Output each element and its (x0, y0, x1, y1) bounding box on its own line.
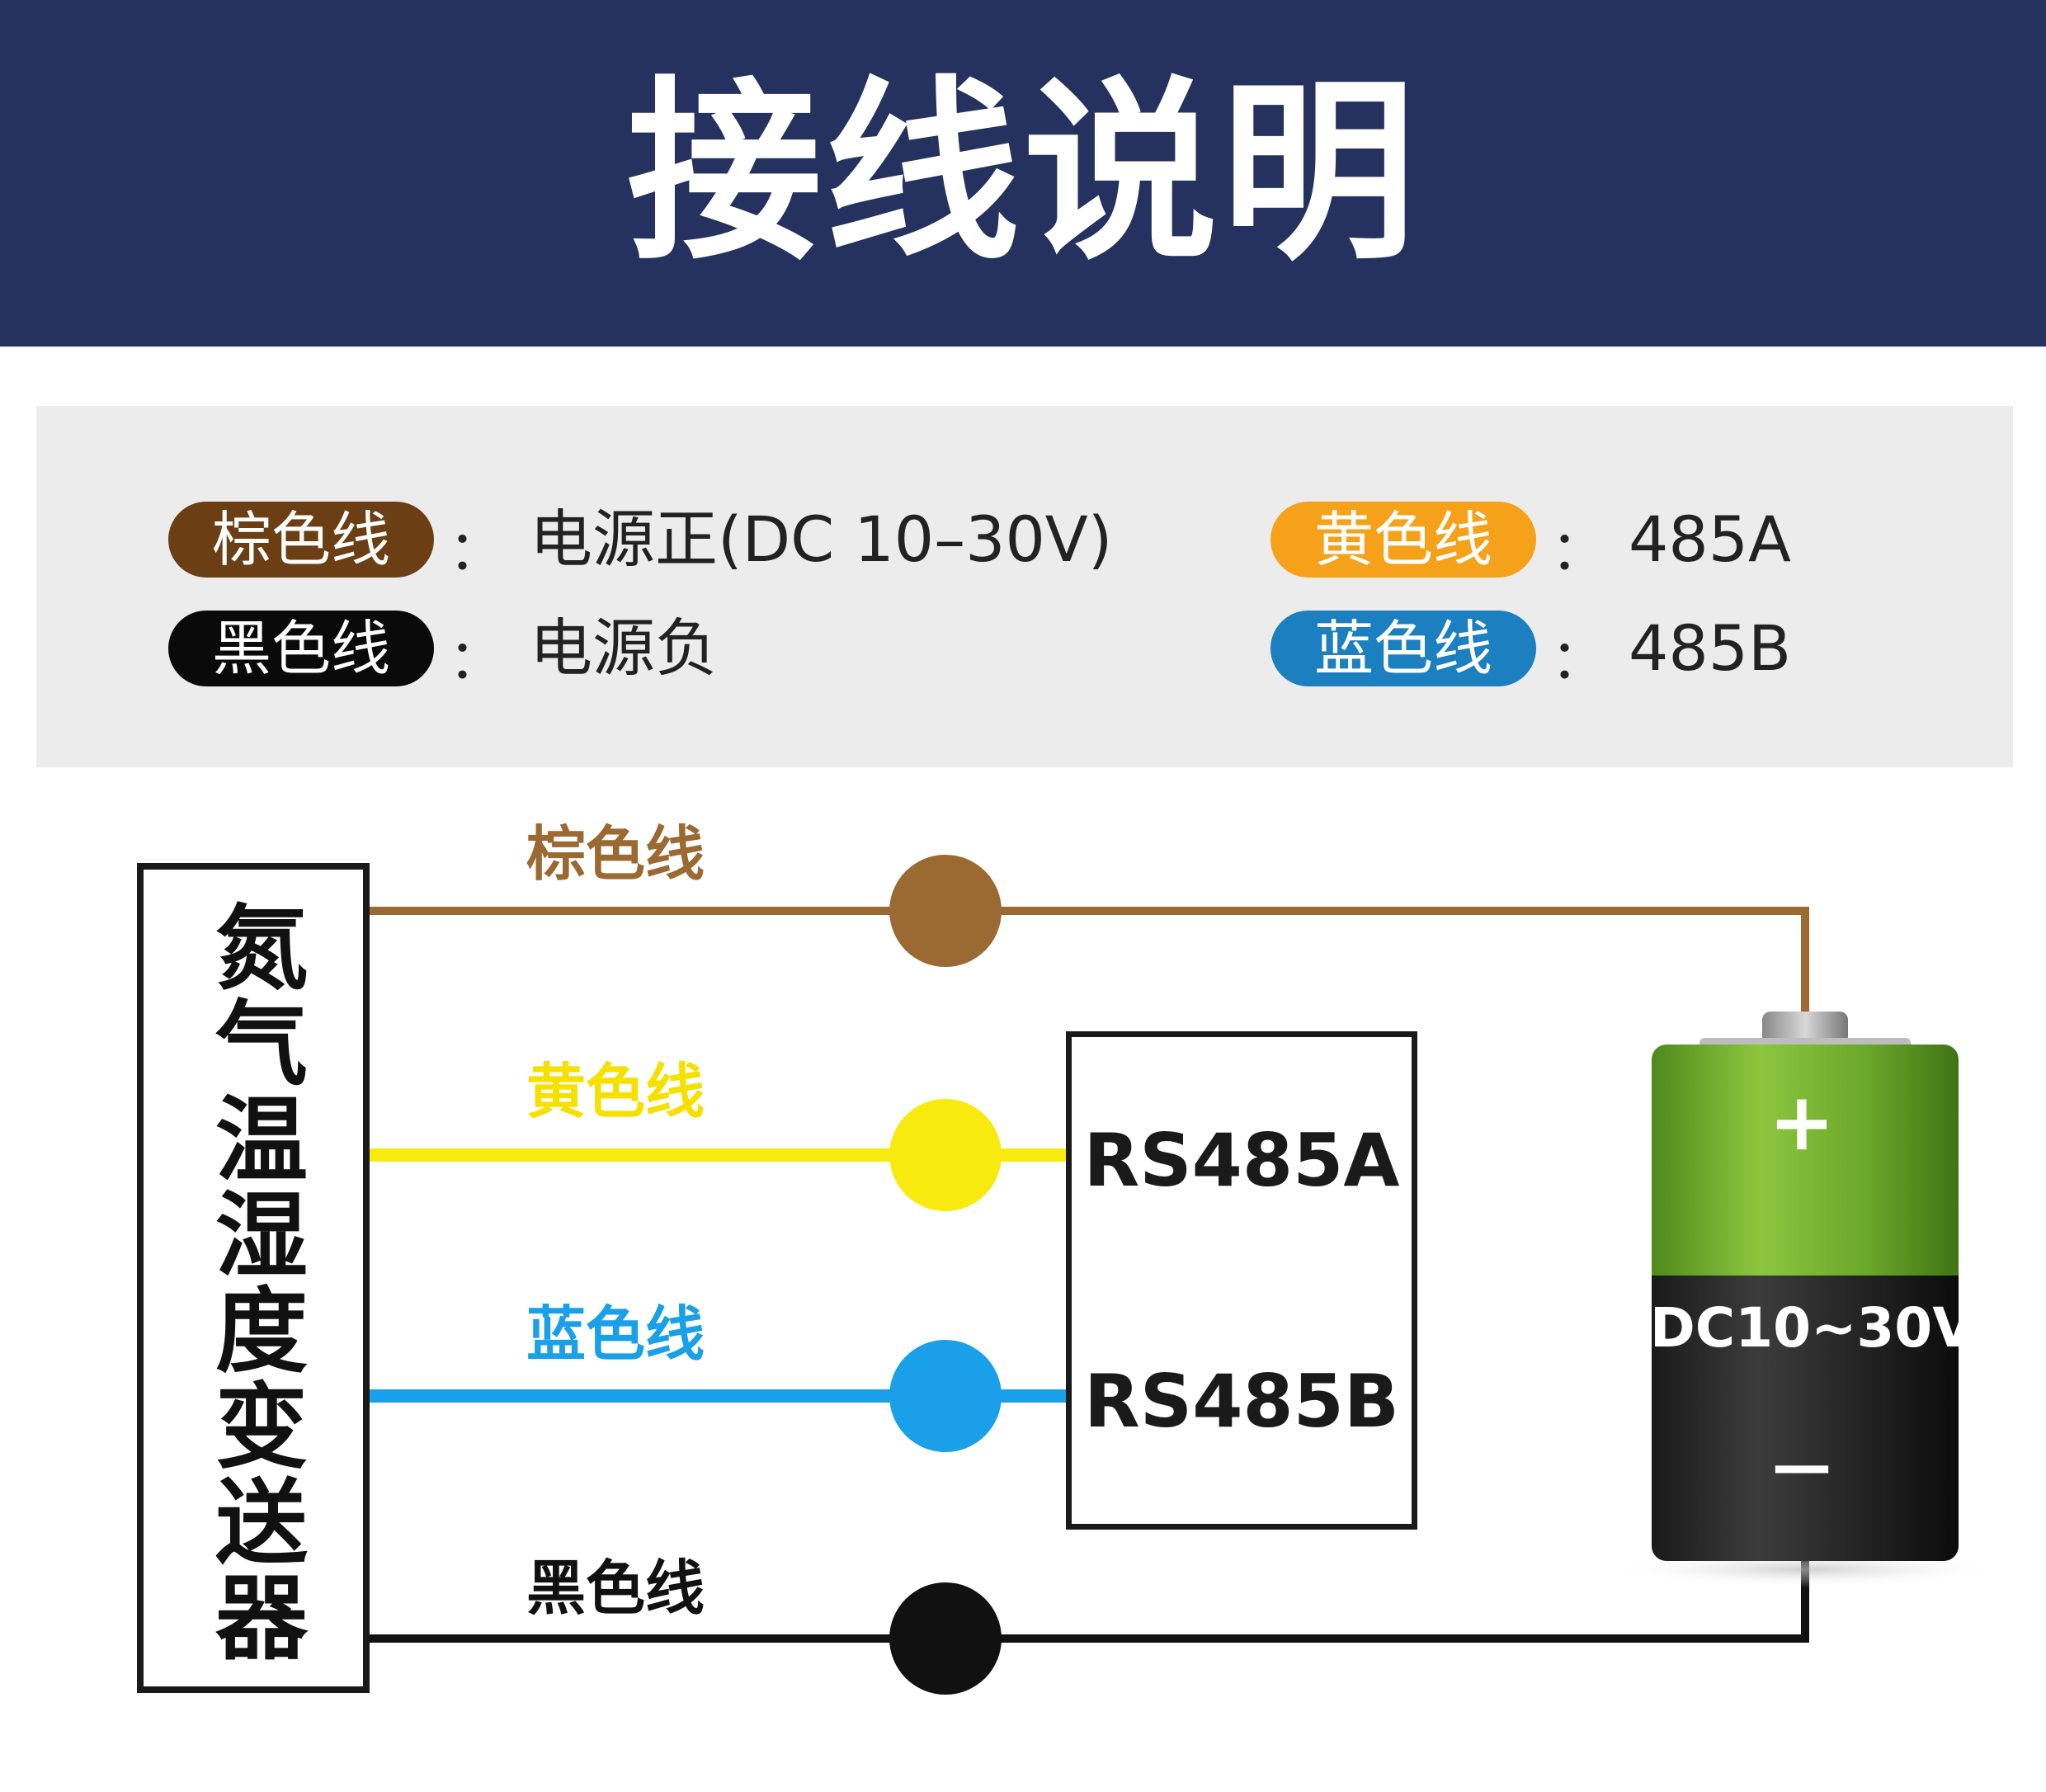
legend-desc-yellow: 485A (1629, 502, 1792, 576)
blue-wire-node (889, 1340, 1002, 1452)
legend-desc-brown: 电源正(DC 10–30V) (530, 502, 1113, 576)
legend-desc-black: 电源负 (530, 611, 718, 685)
device-name: 氮气温湿度变送器 (200, 899, 307, 1665)
wiring-lines (370, 855, 2003, 1695)
wire-label-black: 黑色线 (526, 1554, 705, 1623)
legend-colon: ： (449, 519, 503, 582)
wire-legend: 棕色线 ： 电源正(DC 10–30V) 黑色线 ： 电源负 黄色线 ： 485… (36, 406, 2013, 767)
wire-label-yellow: 黄色线 (526, 1057, 705, 1126)
rs485b-label: RS485B (1084, 1359, 1399, 1444)
header-banner: 接线说明 (0, 0, 2046, 347)
transmitter-box: 氮气温湿度变送器 (137, 863, 370, 1693)
legend-pill-yellow: 黄色线 (1270, 502, 1536, 578)
legend-colon: ： (1551, 519, 1605, 582)
rs485a-label: RS485A (1083, 1118, 1400, 1203)
battery-icon (1607, 1012, 2003, 1587)
yellow-wire-node (889, 1099, 1002, 1211)
battery-minus-icon: — (1772, 1431, 1832, 1500)
battery-plus-icon: + (1768, 1076, 1836, 1168)
black-wire-node (889, 1582, 1002, 1695)
legend-colon: ： (1551, 628, 1605, 691)
legend-colon: ： (449, 628, 503, 691)
rs485-box: RS485A RS485B (1066, 1031, 1417, 1530)
wire-label-blue: 蓝色线 (526, 1299, 705, 1369)
legend-desc-blue: 485B (1629, 611, 1792, 685)
wiring-diagram: 棕色线 黄色线 蓝色线 黑色线 氮气温湿度变送器 RS485A RS485B +… (0, 784, 2046, 1792)
brown-wire-node (889, 855, 1002, 967)
brown-wire (370, 907, 1809, 1012)
legend-pill-blue: 蓝色线 (1270, 611, 1536, 686)
page-title: 接线说明 (626, 59, 1419, 286)
battery-voltage-label: DC10~30V (1650, 1296, 1975, 1360)
legend-pill-black: 黑色线 (168, 611, 434, 686)
wire-label-brown: 棕色线 (526, 819, 705, 889)
legend-pill-brown: 棕色线 (168, 502, 434, 578)
